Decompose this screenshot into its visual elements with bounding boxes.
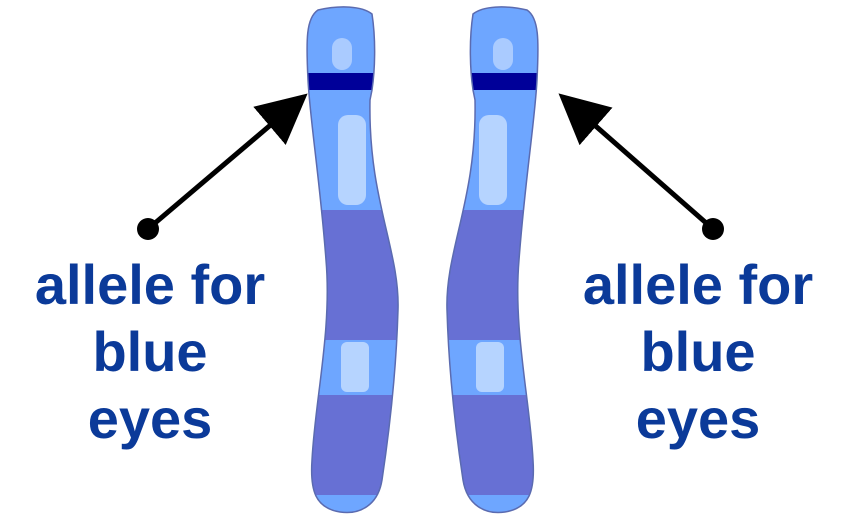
allele-label-right-line2: blue [548, 318, 845, 385]
allele-label-left-line3: eyes [0, 385, 300, 452]
chromosome-left-allele-band [300, 73, 390, 90]
allele-label-left: allele for blue eyes [0, 251, 300, 452]
chromosome-left-tip [290, 495, 410, 522]
chromosome-right-tip [435, 495, 555, 522]
allele-label-right: allele for blue eyes [548, 251, 845, 452]
arrow-left [137, 100, 300, 240]
chromosome-right-dark-band [435, 210, 555, 340]
chromosome-left-dark-band [290, 210, 410, 340]
chromosome-right-highlight-top [493, 38, 513, 70]
allele-label-right-line3: eyes [548, 385, 845, 452]
chromosome-left-highlight-lower [341, 342, 369, 392]
arrow-right-line [566, 100, 713, 229]
chromosome-right-highlight [479, 115, 507, 205]
allele-label-right-line1: allele for [548, 251, 845, 318]
chromosome-right-highlight-lower [476, 342, 504, 392]
chromosome-left-highlight [338, 115, 366, 205]
chromosome-right-dark-band-lower [435, 395, 555, 495]
chromosome-right-allele-band [455, 73, 545, 90]
chromosome-left-highlight-top [332, 38, 352, 70]
allele-label-left-line2: blue [0, 318, 300, 385]
chromosome-left-dark-band-lower [290, 395, 410, 495]
allele-label-left-line1: allele for [0, 251, 300, 318]
arrow-right [566, 100, 724, 240]
chromosome-right [435, 0, 555, 522]
chromosome-left [290, 0, 410, 522]
arrow-left-line [148, 100, 300, 229]
